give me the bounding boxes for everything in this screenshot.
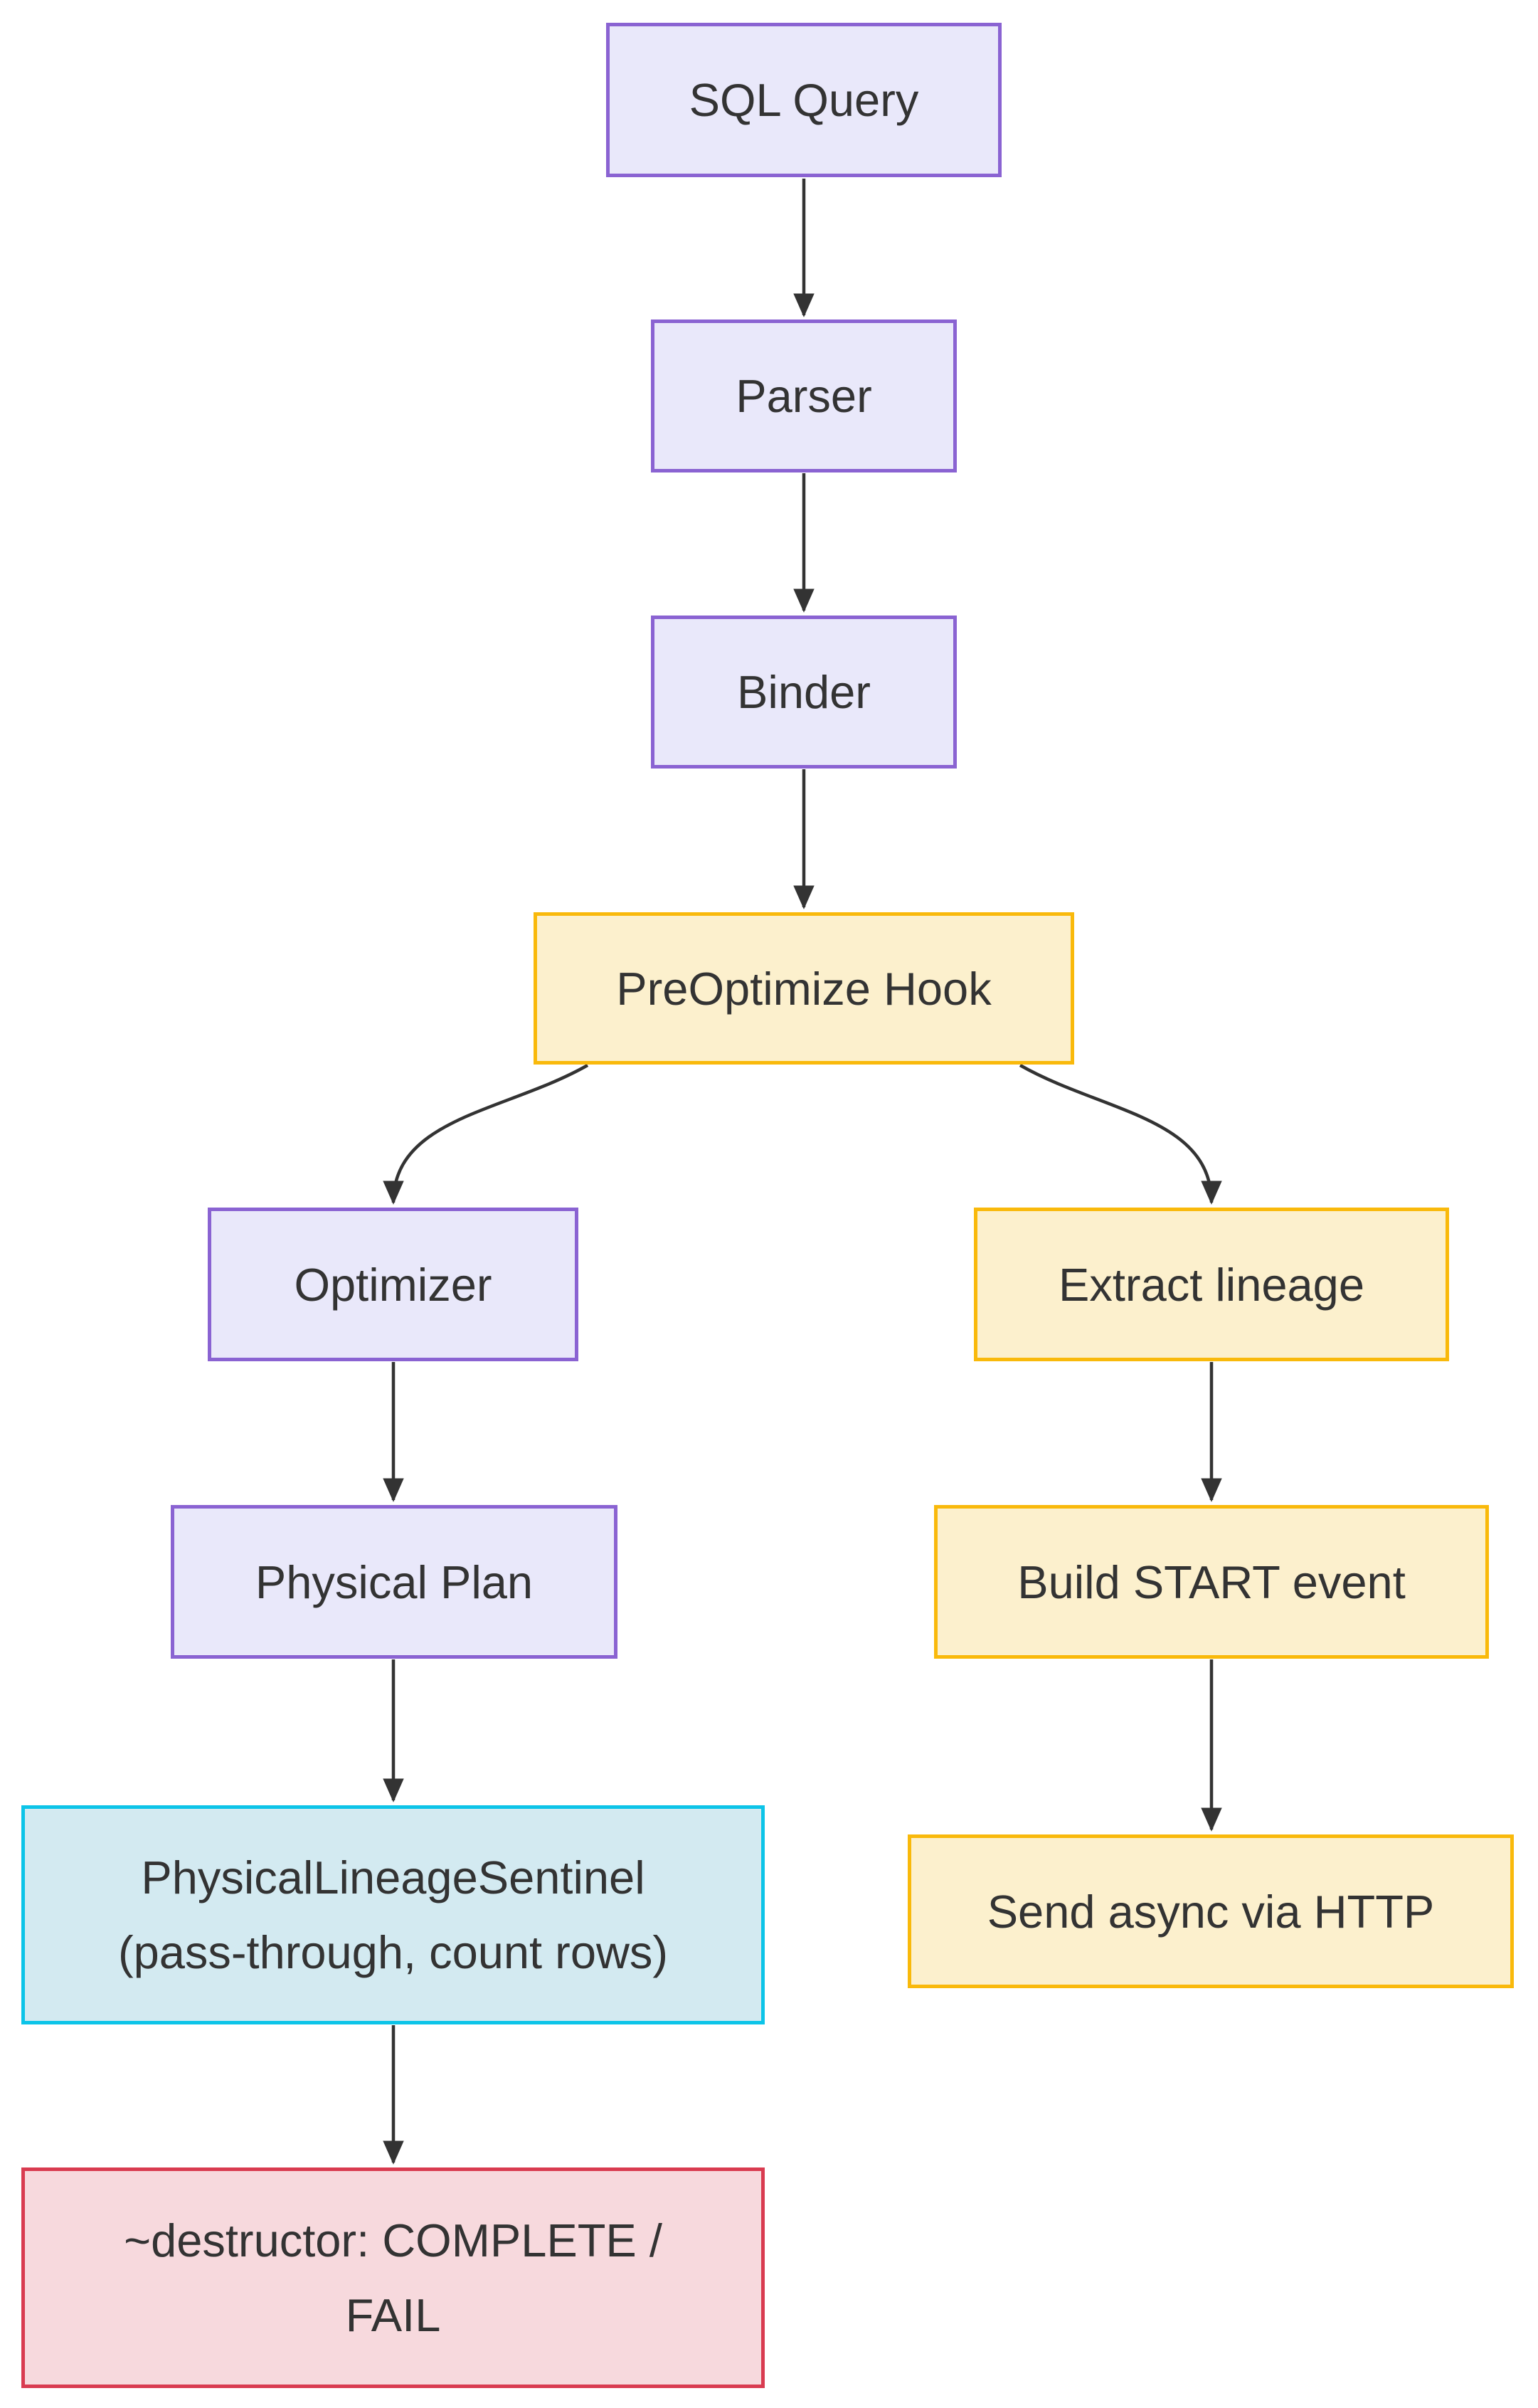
node-build-start-event: Build START event: [934, 1505, 1489, 1659]
node-parser: Parser: [651, 320, 957, 472]
node-send-async-via-http-label: Send async via HTTP: [987, 1885, 1435, 1938]
node-physical-lineage-sentinel-line1: PhysicalLineageSentinel: [141, 1852, 645, 1903]
node-parser-label: Parser: [736, 370, 872, 422]
edge-preoptimize-hook-to-extract-lineage: [1019, 1064, 1222, 1205]
node-sql-query-label: SQL Query: [689, 74, 919, 126]
node-extract-lineage-label: Extract lineage: [1059, 1258, 1364, 1311]
node-physical-lineage-sentinel-line2: (pass-through, count rows): [117, 1926, 669, 1978]
node-destructor: ~destructor: COMPLETE / FAIL: [21, 2167, 765, 2388]
node-physical-plan-label: Physical Plan: [255, 1556, 534, 1608]
node-sql-query: SQL Query: [606, 23, 1002, 177]
node-optimizer: Optimizer: [208, 1208, 578, 1361]
node-binder-label: Binder: [737, 666, 871, 718]
node-destructor-line1: ~destructor: COMPLETE /: [124, 2214, 662, 2266]
edge-preoptimize-hook-to-optimizer: [383, 1064, 589, 1205]
node-destructor-line2: FAIL: [345, 2289, 441, 2341]
node-send-async-via-http: Send async via HTTP: [908, 1834, 1514, 1988]
node-preoptimize-hook-label: PreOptimize Hook: [616, 962, 992, 1015]
node-extract-lineage: Extract lineage: [974, 1208, 1449, 1361]
node-build-start-event-label: Build START event: [1017, 1556, 1406, 1608]
node-binder: Binder: [651, 616, 957, 769]
node-preoptimize-hook: PreOptimize Hook: [534, 912, 1074, 1065]
node-optimizer-label: Optimizer: [294, 1258, 492, 1311]
node-physical-lineage-sentinel: PhysicalLineageSentinel (pass-through, c…: [21, 1805, 765, 2024]
node-physical-plan: Physical Plan: [171, 1505, 617, 1659]
